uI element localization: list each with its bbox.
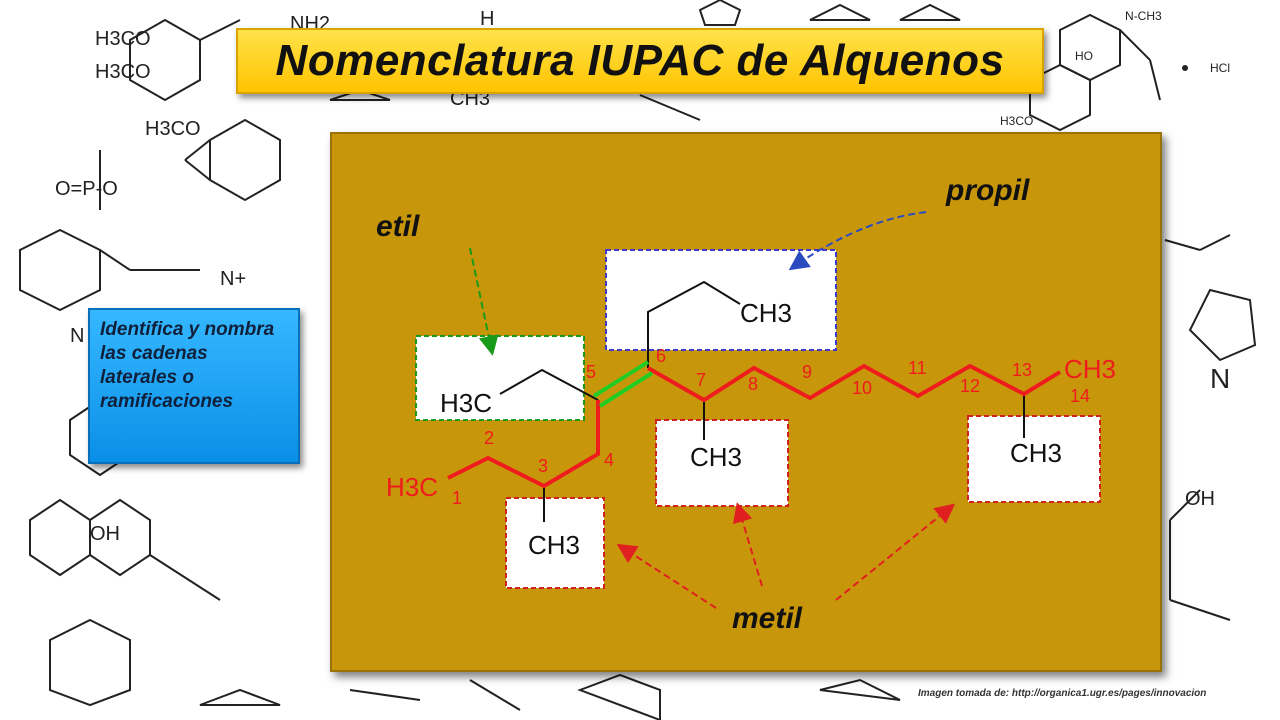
svg-text:H3CO: H3CO	[145, 118, 201, 140]
chain-number: 10	[852, 378, 872, 398]
methyl-group-c7: CH3	[690, 442, 742, 472]
svg-text:H3CO: H3CO	[95, 28, 151, 50]
label-etil: etil	[376, 210, 420, 243]
chain-number: 7	[696, 370, 706, 390]
svg-text:OH: OH	[90, 523, 120, 545]
svg-text:N: N	[70, 325, 84, 347]
arrow-propil	[788, 211, 927, 271]
propyl-group: CH3	[740, 298, 792, 328]
methyl-box-c7	[655, 419, 789, 507]
svg-text:H3CO: H3CO	[95, 61, 151, 83]
chain-number: 3	[538, 456, 548, 476]
chain-number: 13	[1012, 360, 1032, 380]
chain-end-group: CH3	[1064, 354, 1116, 384]
svg-text:H3CO: H3CO	[1000, 114, 1033, 128]
double-bond-b	[598, 371, 654, 408]
chain-start-group: H3C	[386, 472, 438, 502]
alkene-structure-diagram: H3C CH3 CH3 CH3 CH3 H3C CH3 1 2 3 4 5 6 …	[376, 174, 1116, 635]
label-metil: metil	[732, 602, 803, 635]
arrow-metil-center	[733, 502, 763, 587]
main-chain-right	[647, 363, 1062, 403]
ethyl-bond	[499, 368, 599, 401]
main-chain	[447, 400, 600, 489]
svg-text:OH: OH	[1185, 488, 1215, 510]
propyl-box	[605, 249, 837, 351]
methyl-group-c13: CH3	[1010, 438, 1062, 468]
chain-number: 12	[960, 376, 980, 396]
instruction-box: Identifica y nombra las cadenas laterale…	[88, 308, 300, 464]
propyl-bond	[647, 280, 741, 368]
methyl-box-c13	[967, 415, 1101, 503]
chain-number: 9	[802, 362, 812, 382]
svg-text:N-CH3: N-CH3	[1125, 9, 1162, 23]
chain-number: 4	[604, 450, 614, 470]
chain-number: 11	[908, 358, 927, 378]
chain-number: 6	[656, 346, 666, 366]
page-title: Nomenclatura IUPAC de Alquenos	[275, 36, 1005, 85]
arrow-metil-right	[835, 503, 956, 601]
svg-text:N: N	[1210, 363, 1230, 394]
chain-number: 5	[586, 362, 596, 382]
svg-text:O=P-O: O=P-O	[55, 178, 118, 200]
instruction-text: Identifica y nombra las cadenas laterale…	[100, 319, 275, 412]
chain-number: 2	[484, 428, 494, 448]
arrow-etil	[469, 247, 499, 356]
methyl-box-c3	[505, 497, 605, 589]
methyl-group-c3: CH3	[528, 530, 580, 560]
double-bond-a	[592, 360, 650, 398]
chain-number: 8	[748, 374, 758, 394]
label-propil: propil	[945, 174, 1030, 207]
svg-text:HO: HO	[1075, 49, 1093, 63]
title-banner: Nomenclatura IUPAC de Alquenos	[236, 28, 1044, 94]
chain-number: 14	[1070, 386, 1090, 406]
svg-text:HCl: HCl	[1210, 61, 1230, 75]
svg-text:N+: N+	[220, 268, 246, 290]
ethyl-group: H3C	[440, 388, 492, 418]
svg-text:H: H	[480, 8, 494, 30]
arrow-metil-left	[616, 543, 717, 609]
chain-number: 1	[452, 488, 462, 508]
image-credit: Imagen tomada de: http://organica1.ugr.e…	[918, 688, 1207, 699]
